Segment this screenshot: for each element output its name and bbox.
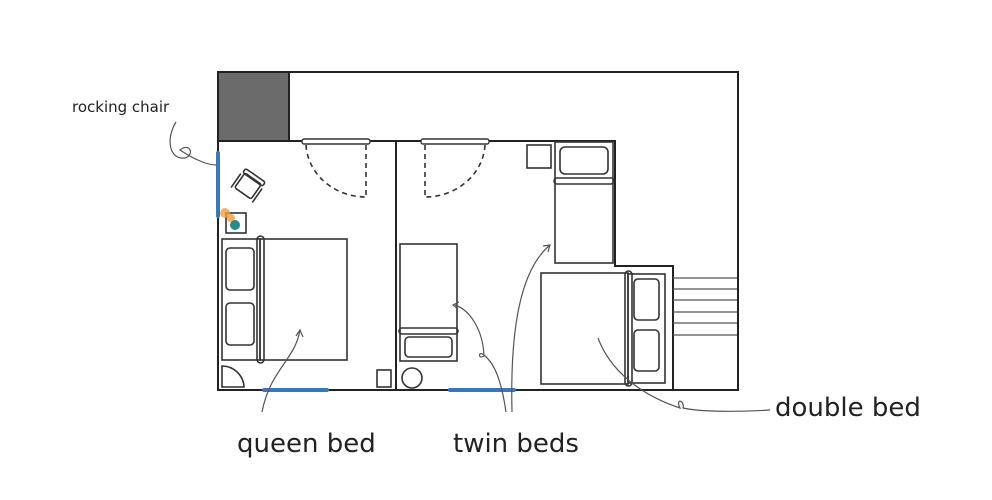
- side-table: [376, 369, 392, 388]
- queen-bed: [221, 235, 348, 364]
- leader-lines: [169, 121, 771, 413]
- round-table: [401, 367, 423, 389]
- label-double-bed: double bed: [775, 393, 921, 423]
- label-twin-beds: twin beds: [453, 429, 579, 459]
- twin-bed-2: [553, 141, 615, 264]
- door-middle-room: [420, 138, 490, 198]
- double-bed: [540, 270, 666, 387]
- rocking-chair: [230, 168, 266, 203]
- side-table: [526, 144, 552, 169]
- nightstand: [220, 208, 247, 234]
- corner-door: [221, 365, 245, 388]
- twin-bed-1: [398, 243, 459, 362]
- stairs: [673, 277, 737, 336]
- label-queen-bed: queen bed: [237, 429, 376, 459]
- label-rocking-chair: rocking chair: [72, 98, 170, 116]
- windows: [216, 151, 516, 392]
- door-left-room: [301, 138, 371, 198]
- closet: [217, 71, 290, 142]
